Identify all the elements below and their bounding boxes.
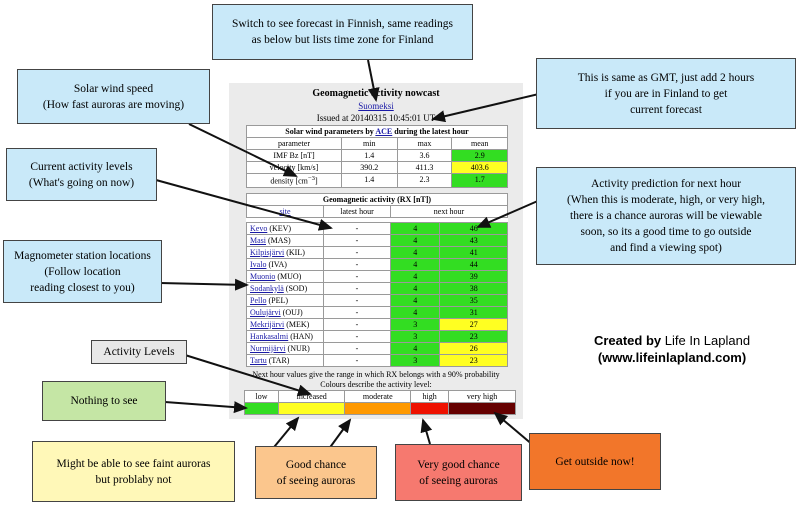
callout-nothing: Nothing to see: [42, 381, 166, 421]
colours-note: Colours describe the activity level:: [320, 380, 432, 389]
legend-swatch: [448, 402, 516, 415]
station-link[interactable]: Pello: [250, 295, 267, 305]
station-link[interactable]: Muonio: [250, 271, 276, 281]
callout-solar-wind: Solar wind speed(How fast auroras are mo…: [17, 69, 210, 124]
callout-magnetometer: Magnometer station locations(Follow loca…: [3, 240, 162, 303]
callout-activity-levels: Activity Levels: [91, 340, 187, 364]
arrow-prediction: [476, 199, 541, 228]
arrow-very-good: [420, 418, 433, 445]
arrow-magnetometer: [159, 278, 249, 291]
station-cell: Kilpisjärvi (KIL): [246, 246, 324, 259]
station-link[interactable]: Kevo: [250, 223, 268, 233]
legend-swatch: [344, 402, 412, 415]
callout-prediction: Activity prediction for next hour(When t…: [536, 167, 796, 265]
table-row: density [cm−3] 1.4 2.3 1.7: [246, 173, 508, 188]
solar-wind-table: Solar wind parameters by ACE during the …: [246, 125, 508, 188]
station-link[interactable]: Nurmijärvi: [250, 343, 286, 353]
arrow-nothing: [164, 401, 248, 414]
station-cell: Tartu (TAR): [246, 354, 324, 367]
arrow-solar-wind: [188, 123, 298, 177]
callout-current: Current activity levels(What's going on …: [6, 148, 157, 201]
ace-link[interactable]: ACE: [375, 126, 393, 136]
table-row: IMF Bz [nT] 1.4 3.6 2.9: [246, 149, 508, 162]
legend-swatch: [410, 402, 450, 415]
geomagnetic-table: Geomagnetic activity (RX [nT]) site late…: [246, 193, 508, 367]
station-link[interactable]: Tartu: [250, 355, 267, 365]
issued-timestamp: Issued at 20140315 10:45:01 UT: [316, 113, 436, 123]
station-link[interactable]: Masi: [250, 235, 266, 245]
legend-swatch: [244, 402, 279, 415]
brand-name: Life In Lapland: [664, 333, 751, 348]
finnish-link[interactable]: Suomeksi: [358, 101, 394, 111]
legend-swatch: [277, 402, 346, 415]
callout-finnish: Switch to see forecast in Finnish, same …: [212, 4, 473, 60]
station-link[interactable]: Hankasalmi: [250, 331, 289, 341]
station-link[interactable]: Sodankylä: [250, 283, 284, 293]
callout-outside: Get outside now!: [529, 433, 661, 490]
nowcast-panel: Geomagnetic activity nowcast Suomeksi Is…: [229, 83, 523, 419]
station-cell: Mekrijärvi (MEK): [246, 318, 324, 331]
station-link[interactable]: Oulujärvi: [250, 307, 281, 317]
arrow-current: [155, 179, 333, 231]
arrow-finnish: [367, 59, 380, 102]
station-link[interactable]: Ivalo: [250, 259, 267, 269]
station-link[interactable]: Kilpisjärvi: [250, 247, 285, 257]
probability-note: Next hour values give the range in which…: [252, 370, 500, 379]
station-link[interactable]: Mekrijärvi: [250, 319, 285, 329]
credit-text: Created by Life In Lapland (www.lifeinla…: [572, 332, 772, 366]
website-url: (www.lifeinlapland.com): [597, 350, 747, 365]
arrow-activity-levels: [184, 354, 312, 397]
